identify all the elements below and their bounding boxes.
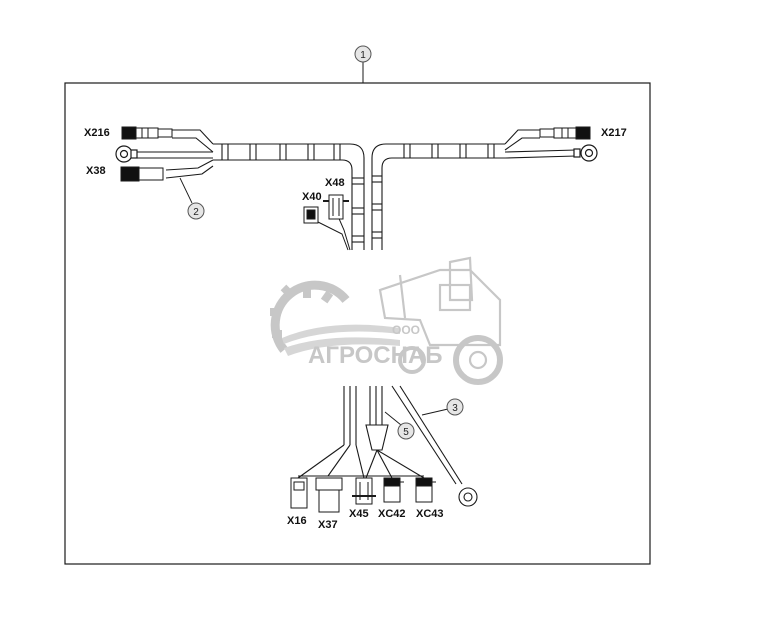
callout-2: 2: [179, 177, 205, 220]
x45-connector-icon: [352, 477, 376, 505]
xc43-label: XC43: [416, 508, 444, 520]
diagram-frame: [64, 82, 651, 565]
x40-label: X40: [302, 191, 322, 203]
watermark-brand-text: АГРОСНАБ: [308, 342, 443, 369]
xc42-label: XC42: [378, 508, 406, 520]
right-branches: [504, 129, 577, 159]
ground-strap: [391, 385, 478, 507]
callout-5-label: 5: [403, 427, 409, 438]
right-ring-terminal-icon: [573, 144, 598, 162]
callout-1-label: 1: [360, 50, 366, 61]
field-stripes-icon: [282, 324, 400, 356]
xc43-connector-icon: [415, 477, 436, 503]
x38-label: X38: [86, 165, 106, 177]
x45-label: X45: [349, 508, 369, 520]
xc42-connector-icon: [383, 477, 404, 503]
callout-5: 5: [384, 411, 415, 440]
watermark-small-text: ООО: [392, 323, 420, 337]
x16-connector-icon: [290, 477, 308, 509]
left-ring-terminal-icon: [115, 145, 138, 163]
callout-3-label: 3: [452, 403, 458, 414]
harness-trunk-right: [371, 143, 505, 250]
callout-3: 3: [421, 398, 464, 416]
x38-connector-icon: [120, 166, 164, 182]
x48-label: X48: [325, 177, 345, 189]
lower-harness: [297, 386, 425, 479]
callout-2-label: 2: [193, 207, 199, 218]
x217-connector-icon: [539, 126, 591, 140]
combine-harvester-icon: [378, 256, 503, 385]
harness-trunk-left: [213, 143, 365, 250]
left-branches: [136, 129, 214, 179]
callout-1: 1: [354, 45, 372, 83]
x217-label: X217: [601, 127, 627, 139]
x16-label: X16: [287, 515, 307, 527]
x37-connector-icon: [315, 477, 343, 513]
x37-label: X37: [318, 519, 338, 531]
x216-connector-icon: [121, 126, 173, 140]
agrosnab-watermark: ООО АГРОСНАБ: [270, 256, 503, 385]
x40-connector-icon: [303, 206, 319, 224]
x48-connector-icon: [323, 194, 349, 220]
x216-label: X216: [84, 127, 110, 139]
